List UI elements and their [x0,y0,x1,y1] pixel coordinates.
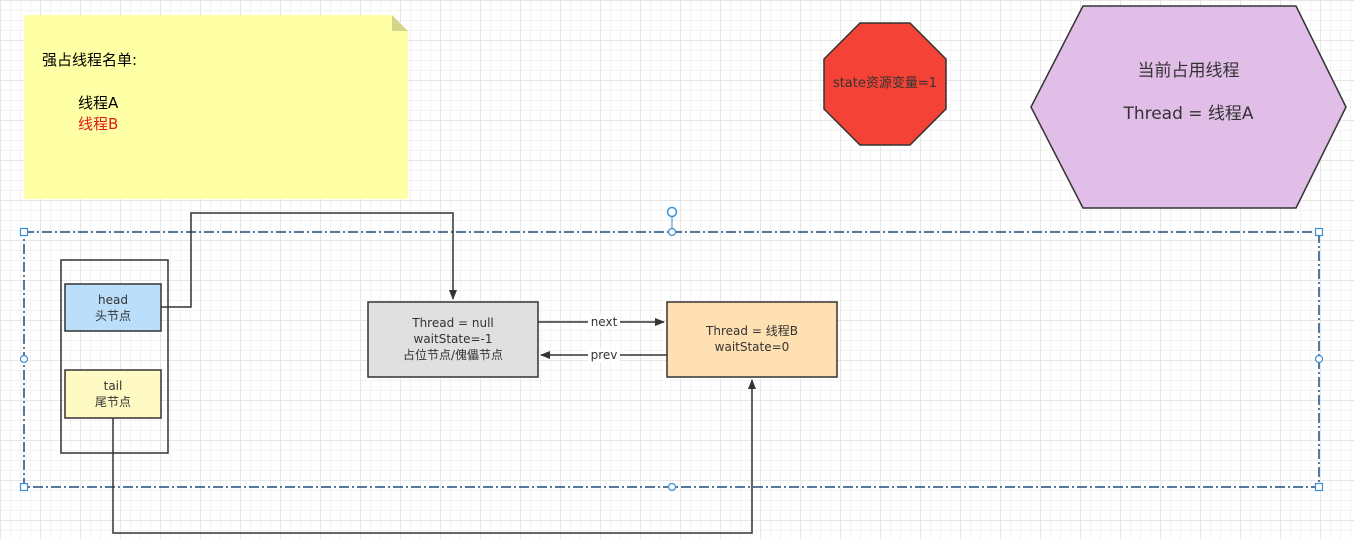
dummy-line2: waitState=-1 [413,332,493,346]
resize-handle-nw[interactable] [19,227,29,237]
state-octagon[interactable] [823,22,947,146]
note-title: 强占线程名单: [42,51,138,69]
current-thread-hexagon[interactable] [1030,5,1347,209]
state-label: state资源变量=1 [832,76,938,91]
tail-node-box[interactable] [64,369,162,419]
head-line1: head [98,293,128,307]
note-item-thread-b: 线程B [78,115,119,133]
dummy-line3: 占位节点/傀儡节点 [402,348,504,362]
thread-b-node-box[interactable] [666,301,838,378]
resize-handle-sw[interactable] [19,482,29,492]
hexagon-line1: 当前占用线程 [1137,61,1240,81]
dummy-node-box[interactable] [367,301,539,378]
hexagon-line2: Thread = 线程A [1123,104,1254,124]
head-tail-container[interactable] [60,259,169,454]
resize-handle-n[interactable] [667,227,677,237]
resize-handle-se[interactable] [1314,482,1324,492]
resize-handle-s[interactable] [667,482,677,492]
resize-handle-ne[interactable] [1314,227,1324,237]
next-label: next [590,315,618,329]
tail-line2: 尾节点 [94,395,131,409]
sticky-note[interactable] [24,15,408,199]
sticky-note-fold [392,15,408,31]
dummy-line1: Thread = null [412,316,494,330]
resize-handle-e[interactable] [1314,354,1324,364]
head-line2: 头节点 [94,309,131,323]
prev-label: prev [590,348,618,362]
next-label-bg [588,315,620,329]
tail-to-thread-b-connector[interactable] [112,379,756,534]
thread-b-line1: Thread = 线程B [706,324,798,338]
rotate-handle[interactable] [666,206,678,218]
note-item-thread-a: 线程A [78,94,119,112]
tail-line1: tail [103,379,123,393]
thread-b-line2: waitState=0 [714,340,790,354]
resize-handle-w[interactable] [19,354,29,364]
prev-label-bg [588,348,620,362]
head-node-box[interactable] [64,283,162,332]
head-to-dummy-connector[interactable] [161,212,457,308]
